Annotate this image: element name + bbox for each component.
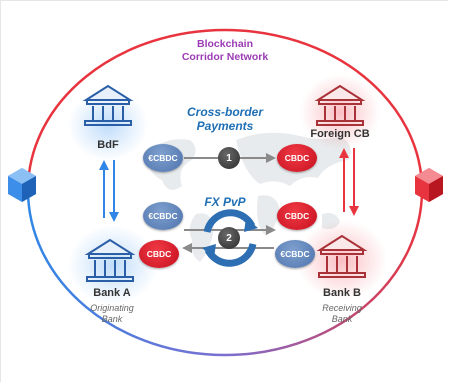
step-1-badge: 1	[218, 147, 240, 169]
foreign-cb-bank-building-icon	[314, 84, 366, 126]
blockchain-cube-icon	[8, 168, 36, 202]
ring-top-arc	[26, 28, 424, 191]
cbdc-coin-bank-a: CBDC	[139, 240, 179, 268]
bank-a-bank-building-icon	[84, 238, 136, 282]
blockchain-cube-icon	[415, 168, 443, 202]
diagram-title: Blockchain Corridor Network	[140, 38, 310, 64]
bdf-bank-a-arrows	[99, 160, 119, 222]
foreign-cb-bank-b-arrows	[339, 148, 359, 216]
bank-b-bank-building-icon	[316, 234, 368, 278]
bank-b-sub-1: Receiving	[322, 303, 362, 313]
foreign-cb-label: Foreign CB	[310, 128, 370, 140]
bank-b-glow	[297, 220, 387, 300]
title-line-2: Corridor Network	[181, 51, 269, 63]
bank-b-label: Bank B Receiving Bank	[302, 287, 382, 325]
cbdc-coin-foreign-cb: CBDC	[277, 144, 317, 172]
step-2-badge: 2	[218, 227, 240, 249]
bank-b-name: Bank B	[323, 287, 361, 299]
process-line-1: Cross-border	[186, 105, 263, 119]
bank-a-sub-1: Originating	[90, 303, 134, 313]
bank-a-label: Bank A Originating Bank	[72, 287, 152, 325]
ecbdc-coin-bdf: €CBDC	[143, 144, 183, 172]
foreign-cb-glow	[300, 74, 380, 150]
bank-a-glow	[68, 225, 158, 305]
bank-a-name: Bank A	[93, 287, 131, 299]
process-label: Cross-border Payments	[170, 105, 280, 133]
bdf-label: BdF	[97, 139, 119, 151]
ring-bottom-arc	[26, 189, 424, 357]
bank-b-sub-2: Bank	[331, 314, 353, 324]
exchange-cycle-icon	[202, 209, 258, 267]
ecbdc-coin-bank-b: €CBDC	[275, 240, 315, 268]
process-line-2: Payments	[196, 119, 254, 133]
bdf-bank-building-icon	[82, 84, 134, 126]
title-line-1: Blockchain	[196, 38, 254, 50]
bank-a-sub-2: Bank	[101, 314, 123, 324]
cbdc-coin-bank-b: CBDC	[277, 202, 317, 230]
ecbdc-coin-bank-a: €CBDC	[143, 202, 183, 230]
fx-pvp-label: FX PvP	[204, 195, 246, 209]
